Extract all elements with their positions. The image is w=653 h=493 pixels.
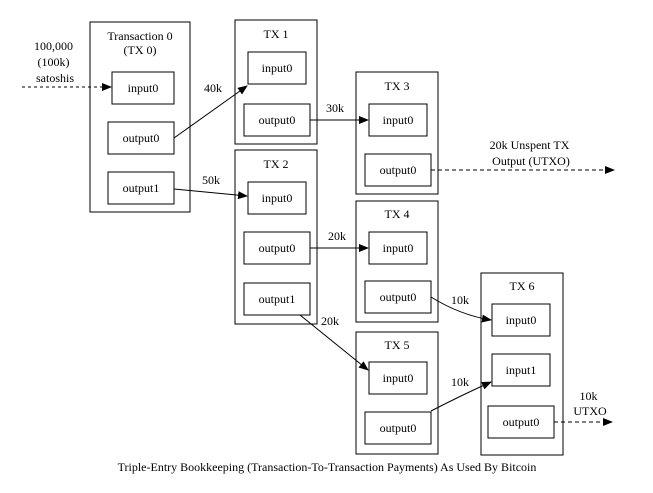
tx6-utxo-label: 10k UTXO [573, 389, 607, 418]
transaction-boxes: Transaction 0(TX 0)input0output0output1T… [89, 19, 564, 456]
tx2-output1-label: output1 [259, 292, 296, 306]
tx0-out1-to-tx2-in0-amount: 50k [202, 173, 220, 187]
transfer-edges: 40k 50k 30k 20k 20k 10k 10k [22, 81, 615, 426]
tx4-output0-box [364, 280, 432, 314]
tx3-input0-label: input0 [383, 113, 414, 127]
tx0-title: Transaction 0(TX 0) [107, 29, 172, 57]
tx0-out0-to-tx1-in0-amount: 40k [204, 81, 222, 95]
tx5-out0-to-tx6-in1-arrow [430, 381, 492, 412]
tx2-title: TX 2 [264, 157, 289, 171]
tx4-out0-to-tx6-in0-amount: 10k [451, 293, 469, 307]
tx3-output0-label: output0 [380, 163, 417, 177]
tx4-input0-label: input0 [383, 241, 414, 255]
tx0-out1-to-tx2-in0-arrow [173, 188, 248, 200]
tx0-out0-to-tx1-in0-arrow [173, 85, 248, 139]
tx6-output0-box [487, 405, 555, 439]
tx1-input0-label: input0 [262, 61, 293, 75]
tx0-output0-label: output0 [123, 131, 160, 145]
tx0-output1-label: output1 [123, 181, 160, 195]
tx2-out0-to-tx4-in0-amount: 20k [328, 229, 346, 243]
tx6-input1-label: input1 [506, 363, 537, 377]
tx4-output0-label: output0 [380, 290, 417, 304]
tx2-input0-box [247, 181, 307, 215]
tx3-title: TX 3 [385, 79, 410, 93]
tx2-out1-to-tx5-in0-arrow [299, 314, 369, 371]
tx1-out0-to-tx3-in0-amount: 30k [326, 101, 344, 115]
tx0-input0-box [111, 71, 175, 105]
tx3-box: TX 3 input0 output0 [355, 71, 439, 195]
tx1-output0-box [243, 103, 311, 137]
tx4-out0-to-tx6-in0-arrow [430, 296, 492, 323]
tx3-input0-box [368, 103, 428, 137]
tx4-box: TX 4 input0 output0 [355, 200, 439, 323]
tx6-input1-box [491, 353, 551, 387]
tx5-title: TX 5 [385, 338, 410, 352]
tx0-box: Transaction 0(TX 0) input0 output0 output1 [89, 21, 191, 213]
tx5-output0-label: output0 [380, 421, 417, 435]
tx5-out0-to-tx6-in1-amount: 10k [451, 375, 469, 389]
tx2-output0-label: output0 [259, 241, 296, 255]
tx5-box: TX 5 input0 output0 [355, 331, 439, 455]
tx5-input0-box [368, 361, 428, 395]
tx5-input0-label: input0 [383, 371, 414, 385]
tx6-input0-box [491, 303, 551, 337]
tx6-box: TX 6 input0 input1 output0 [480, 272, 564, 456]
tx2-input0-label: input0 [262, 191, 293, 205]
tx0-output1-box [107, 171, 175, 205]
tx6-title: TX 6 [510, 279, 535, 293]
tx0-output0-box [107, 121, 175, 155]
tx2-output1-box [243, 282, 311, 316]
tx1-title: TX 1 [264, 27, 289, 41]
tx1-output0-label: output0 [259, 113, 296, 127]
tx4-input0-box [368, 231, 428, 265]
tx1-box: TX 1 input0 output0 [234, 19, 318, 145]
tx5-output0-box [364, 411, 432, 445]
tx4-title: TX 4 [385, 207, 410, 221]
tx3-utxo-label: 20k Unspent TX Output (UTXO) [490, 138, 573, 168]
tx2-out1-to-tx5-in0-amount: 20k [321, 314, 339, 328]
tx6-output0-label: output0 [503, 415, 540, 429]
source-amount-label: 100,000 (100k) satoshis [34, 39, 76, 85]
tx1-input0-box [247, 51, 307, 85]
tx0-input0-label: input0 [128, 81, 159, 95]
diagram-caption: Triple-Entry Bookkeeping (Transaction-To… [118, 460, 537, 474]
tx2-box: TX 2 input0 output0 output1 [234, 149, 318, 325]
tx6-input0-label: input0 [506, 313, 537, 327]
